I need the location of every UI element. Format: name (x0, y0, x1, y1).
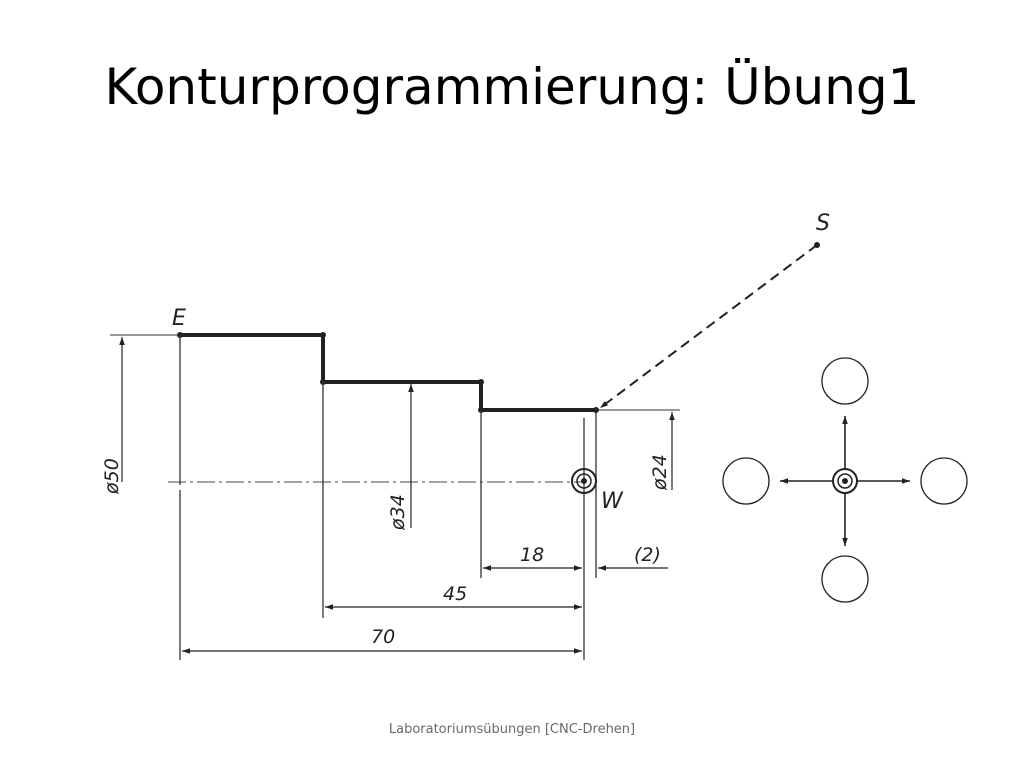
label-point-e: E (172, 306, 186, 331)
label-d50: ø50 (101, 458, 123, 495)
direction-circle-right (920, 457, 968, 505)
label-45: 45 (443, 583, 467, 605)
label-2: (2) (634, 544, 661, 566)
label-point-w: W (601, 489, 624, 514)
start-point-marker (814, 242, 820, 248)
direction-circle-left (722, 457, 770, 505)
label-d34: ø34 (387, 494, 409, 531)
workpiece-zero-symbol (571, 468, 597, 494)
part-contour (180, 333, 596, 412)
label-point-s: S (816, 211, 830, 236)
direction-cross (722, 357, 968, 603)
approach-path (599, 244, 818, 409)
contour-point (478, 379, 484, 385)
label-d24: ø24 (649, 454, 671, 491)
label-18: 18 (520, 544, 544, 566)
direction-circle-top (821, 357, 869, 405)
slide-footer: Laboratoriumsübungen [CNC-Drehen] (388, 722, 636, 737)
direction-circle-bottom (821, 555, 869, 603)
label-70: 70 (371, 626, 395, 648)
contour-start-point (593, 407, 599, 413)
contour-point (320, 332, 326, 338)
slide-title: Konturprogrammierung: Übung1 (104, 58, 920, 116)
